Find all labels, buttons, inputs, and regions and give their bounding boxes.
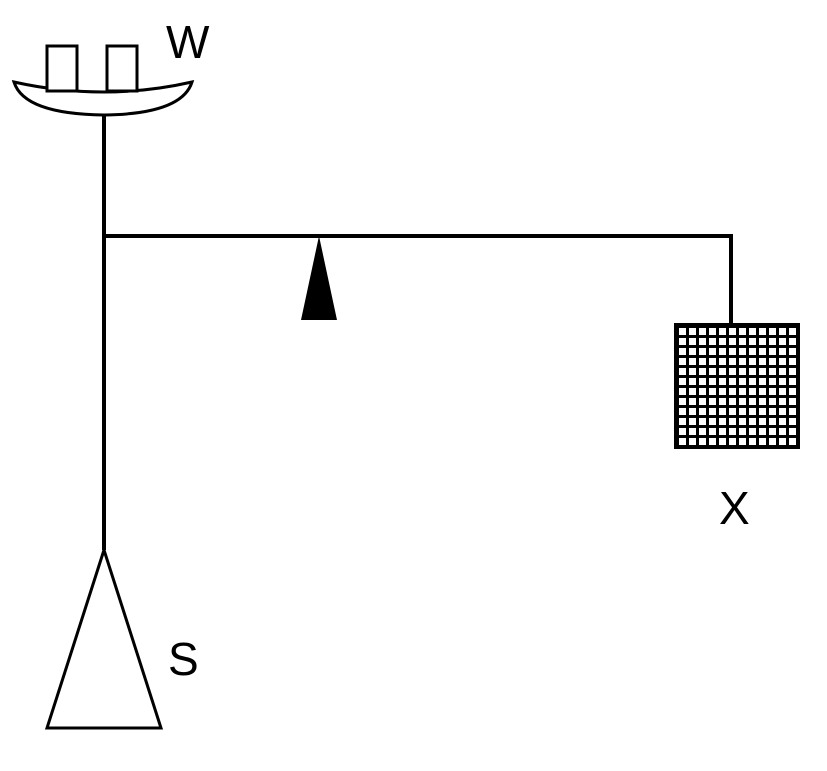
block-left xyxy=(45,44,79,93)
label-s: S xyxy=(168,633,199,685)
stand-s xyxy=(44,545,164,730)
label-x: X xyxy=(719,482,750,534)
pan-w xyxy=(11,79,195,117)
block-right xyxy=(105,44,139,93)
label-w: W xyxy=(166,16,210,68)
fulcrum xyxy=(301,236,337,320)
mass-x xyxy=(674,323,800,449)
